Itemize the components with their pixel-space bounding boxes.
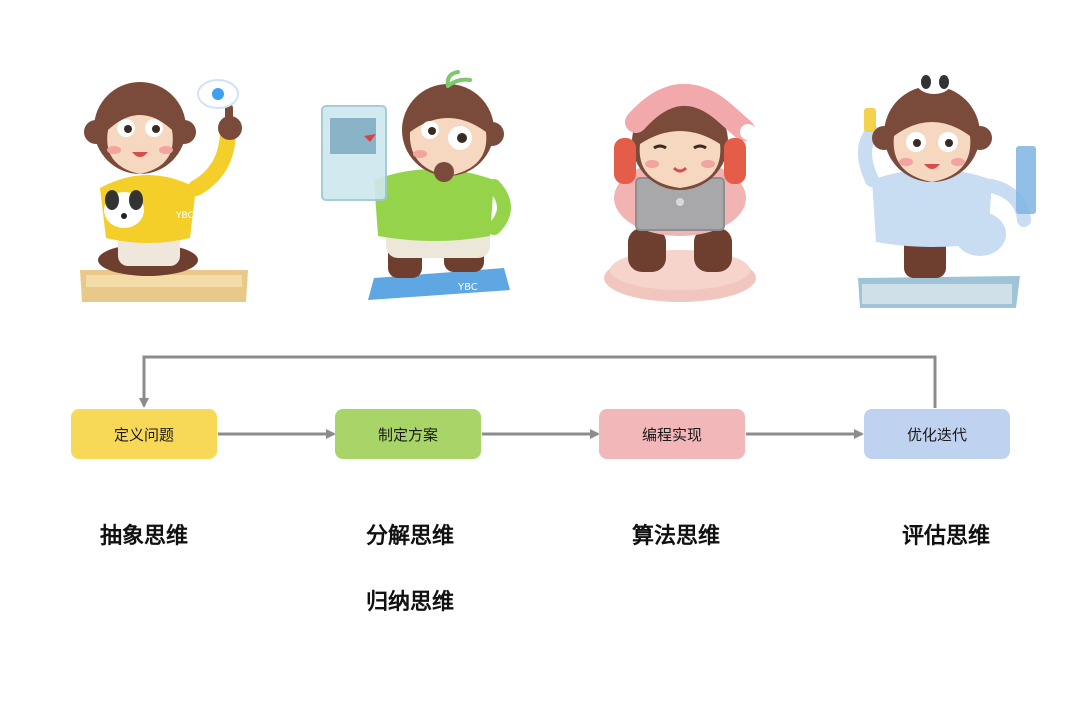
step-optimize: 优化迭代 (864, 409, 1010, 459)
step-label: 定义问题 (113, 425, 174, 444)
step-label: 编程实现 (641, 425, 702, 444)
monkey-figure-blue (858, 70, 1036, 308)
base-logo: YBC (457, 282, 478, 293)
feedback-loop-arrow (139, 355, 937, 408)
sweater-logo: YBC (175, 211, 194, 221)
thinking-mode-evaluate: 评估思维 (901, 524, 990, 549)
thinking-mode-algorithm: 算法思维 (631, 524, 720, 549)
step-define-problem: 定义问题 (71, 409, 217, 459)
thinking-mode-induction: 归纳思维 (365, 590, 454, 615)
step-label: 制定方案 (377, 425, 438, 444)
monkey-figure-green: YBC (321, 70, 511, 300)
step-implement: 编程实现 (599, 409, 745, 459)
monkey-figure-yellow: YBC (80, 79, 248, 302)
step-make-plan: 制定方案 (335, 409, 481, 459)
thinking-mode-abstract: 抽象思维 (99, 524, 188, 549)
monkey-figure-laptop (604, 83, 756, 302)
thinking-mode-decompose: 分解思维 (365, 524, 454, 549)
step-label: 优化迭代 (906, 425, 967, 444)
